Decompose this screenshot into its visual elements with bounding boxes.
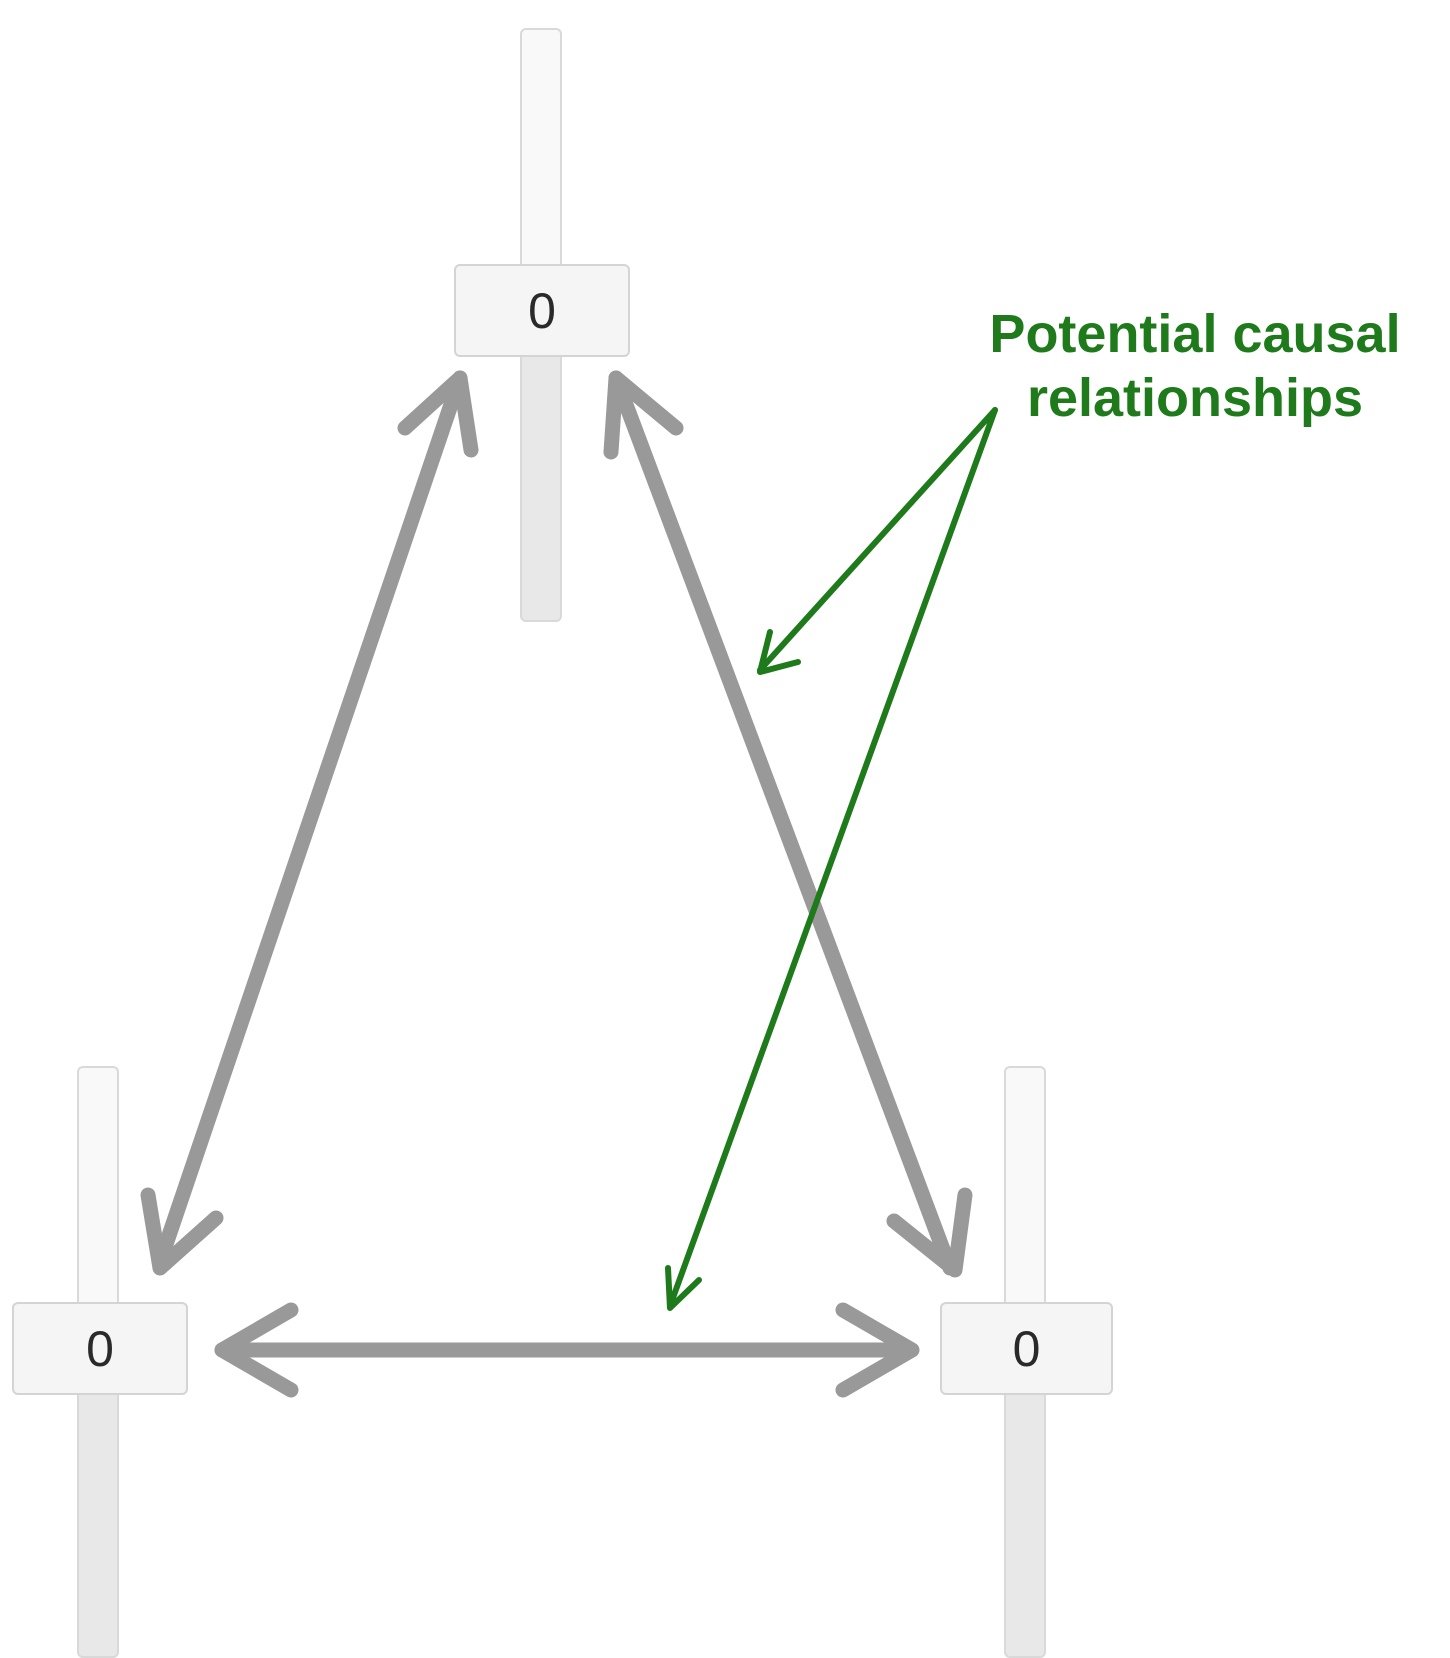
relationship-arrow-top-right [608,370,958,1276]
arrowhead-icon [140,1187,224,1276]
annotation-arrows [665,407,998,1311]
slider-track-lower[interactable] [520,350,562,622]
arrowhead-icon [886,1187,973,1278]
arrowhead-icon [835,1302,920,1398]
slider-track-upper[interactable] [1004,1066,1046,1306]
relationship-arrows [140,370,973,1398]
arrowhead-icon [603,370,684,460]
relationship-arrow-top-left [152,370,468,1270]
slider-track-upper[interactable] [77,1066,119,1306]
arrowhead-icon [397,370,479,458]
slider-value: 0 [528,282,556,339]
annotation-label: Potential causal relationships [989,304,1401,428]
slider-value: 0 [1012,1320,1041,1377]
arrowhead-icon [214,1302,299,1398]
slider-track-upper[interactable] [520,28,562,268]
slider-handle[interactable]: 0 [940,1302,1113,1395]
slider-value: 0 [86,1320,114,1377]
arrowhead-icon [757,629,801,675]
slider-handle[interactable]: 0 [12,1302,188,1395]
annotation-arrow-to-bottom-link [667,407,998,1309]
annotation-arrow-to-right-link [757,407,998,673]
slider-track-lower[interactable] [1004,1388,1046,1658]
slider-track-lower[interactable] [77,1388,119,1658]
slider-handle[interactable]: 0 [454,264,630,357]
arrowhead-icon [665,1265,702,1311]
